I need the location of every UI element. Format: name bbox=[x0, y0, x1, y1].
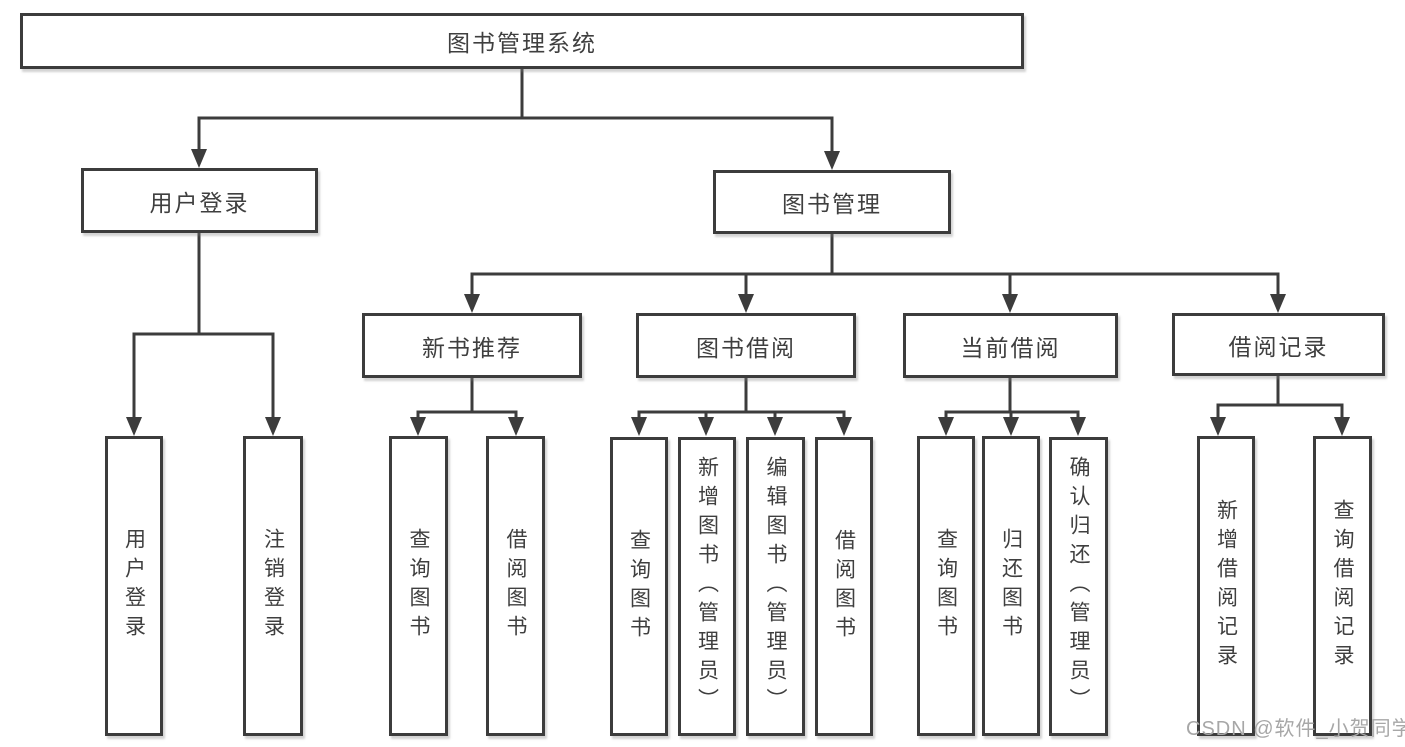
edge-new-book-recommendation bbox=[416, 375, 518, 423]
node-new-book-recommendation: 新书推荐 bbox=[362, 313, 582, 378]
arrow-down-icon bbox=[631, 417, 647, 436]
edge-current-borrowing bbox=[944, 375, 1080, 423]
leaf-borrow-books-recommend: 借阅图书 bbox=[486, 436, 545, 736]
node-user-login: 用户登录 bbox=[81, 168, 318, 233]
arrow-down-icon bbox=[265, 417, 281, 436]
arrow-down-icon bbox=[824, 151, 840, 170]
edge-user-login bbox=[132, 230, 275, 421]
arrow-down-icon bbox=[767, 417, 783, 436]
node-book-management: 图书管理 bbox=[713, 170, 951, 234]
leaf-add-borrow-record: 新增借阅记录 bbox=[1197, 436, 1255, 736]
leaf-return-books: 归还图书 bbox=[982, 436, 1040, 736]
node-book-borrowing: 图书借阅 bbox=[636, 313, 856, 378]
leaf-borrow-books-borrowing: 借阅图书 bbox=[815, 437, 873, 736]
arrow-down-icon bbox=[126, 417, 142, 436]
csdn-watermark: CSDN @软件_小贺同学 bbox=[1186, 718, 1405, 740]
leaf-edit-book-admin: 编辑图书（管理员） bbox=[746, 437, 805, 736]
arrow-down-icon bbox=[464, 294, 480, 313]
edge-root bbox=[197, 66, 834, 155]
edge-book-borrowing bbox=[637, 375, 846, 423]
edge-book-management bbox=[470, 231, 1280, 298]
arrow-down-icon bbox=[508, 417, 524, 436]
leaf-query-books-current: 查询图书 bbox=[917, 436, 975, 736]
arrow-down-icon bbox=[938, 417, 954, 436]
leaf-add-book-admin: 新增图书（管理员） bbox=[678, 437, 736, 736]
arrow-down-icon bbox=[1003, 417, 1019, 436]
edge-borrowing-records bbox=[1216, 373, 1344, 423]
node-borrowing-records: 借阅记录 bbox=[1172, 313, 1385, 376]
leaf-query-books-borrowing: 查询图书 bbox=[610, 437, 668, 736]
node-current-borrowing: 当前借阅 bbox=[903, 313, 1118, 378]
arrow-down-icon bbox=[1002, 294, 1018, 313]
arrow-down-icon bbox=[410, 417, 426, 436]
leaf-confirm-return-admin: 确认归还（管理员） bbox=[1049, 437, 1108, 736]
connector-lines bbox=[132, 66, 1344, 423]
arrow-down-icon bbox=[191, 149, 207, 168]
arrow-down-icon bbox=[698, 417, 714, 436]
arrow-down-icon bbox=[1210, 417, 1226, 436]
node-root: 图书管理系统 bbox=[20, 13, 1024, 69]
arrow-down-icon bbox=[836, 417, 852, 436]
leaf-query-borrow-record: 查询借阅记录 bbox=[1313, 436, 1372, 736]
leaf-query-books-recommend: 查询图书 bbox=[389, 436, 448, 736]
arrow-down-icon bbox=[1070, 417, 1086, 436]
arrow-down-icon bbox=[1334, 417, 1350, 436]
arrow-down-icon bbox=[738, 294, 754, 313]
leaf-logout: 注销登录 bbox=[243, 436, 303, 736]
leaf-user-login: 用户登录 bbox=[105, 436, 163, 736]
arrowheads bbox=[126, 149, 1350, 436]
arrow-down-icon bbox=[1270, 294, 1286, 313]
